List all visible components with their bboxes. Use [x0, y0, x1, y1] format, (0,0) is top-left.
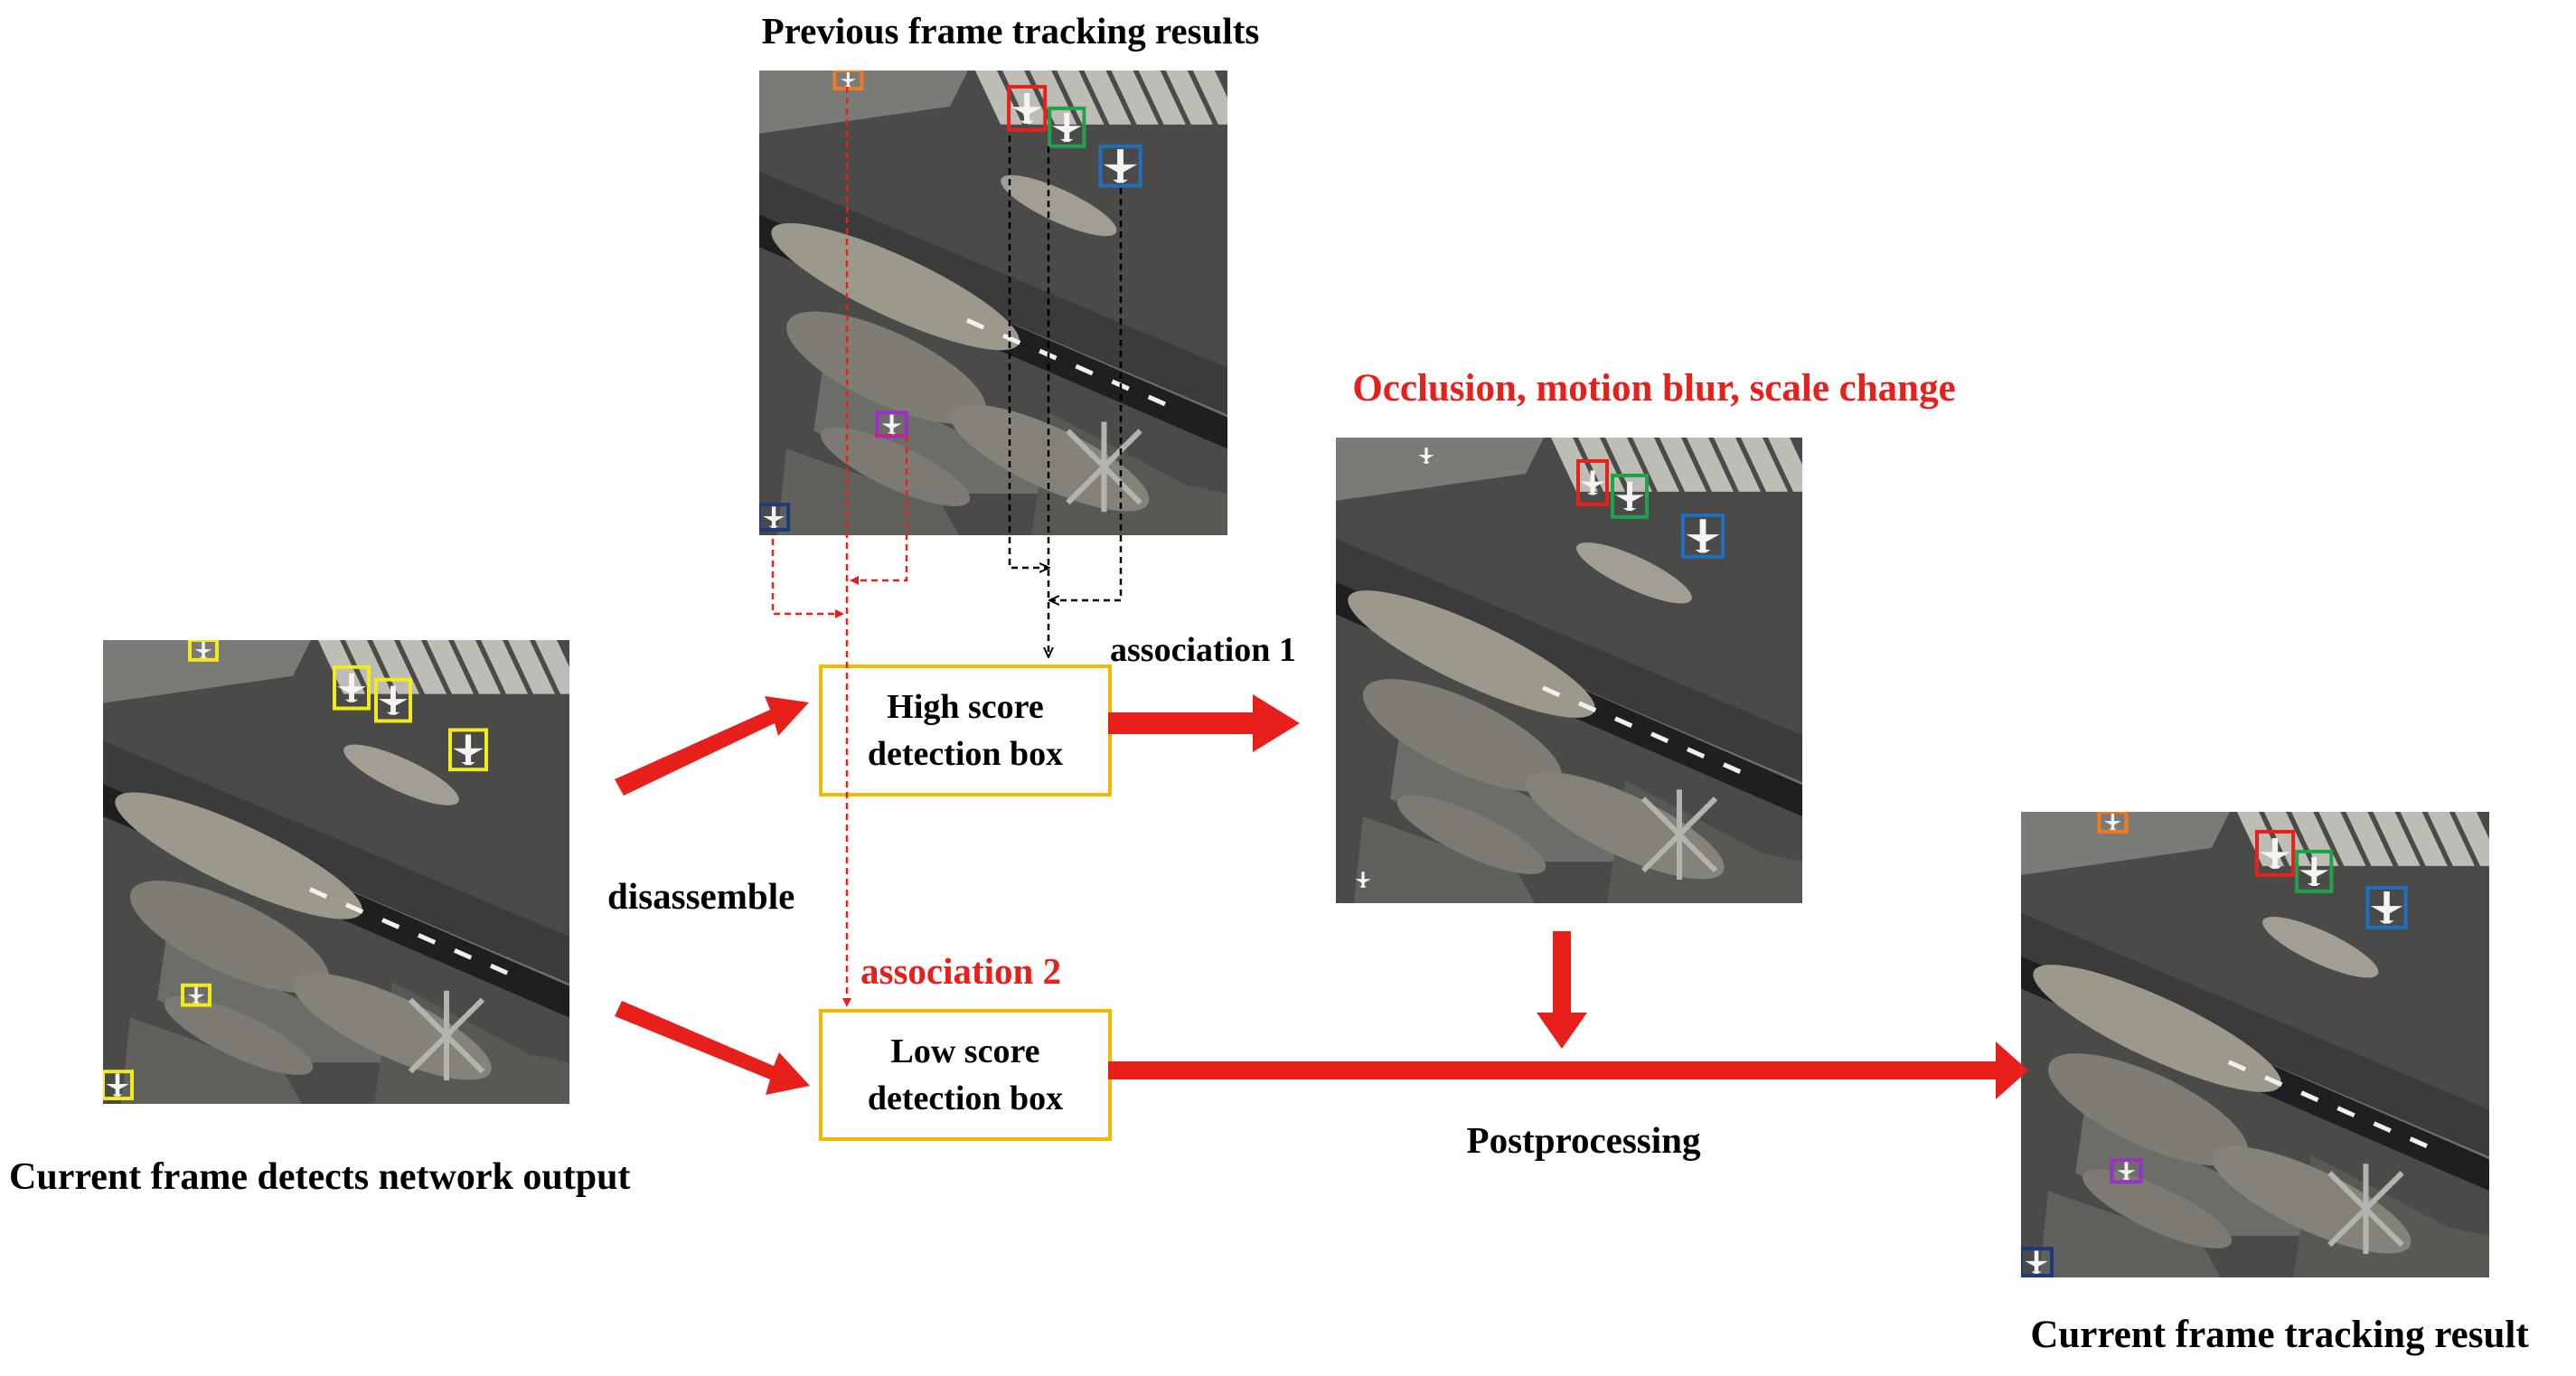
red-dashed-connectors	[771, 87, 908, 1007]
postprocessing-label: Postprocessing	[1466, 1119, 1701, 1161]
purple-track-line	[850, 433, 908, 585]
black-dashed-connectors	[1008, 136, 1123, 656]
occlusion-label: Occlusion, motion blur, scale change	[1352, 367, 1956, 410]
low-score-line1: Low score	[890, 1032, 1040, 1070]
arrow-to-high-score	[615, 696, 809, 796]
current-detections-title: Current frame detects network output	[9, 1156, 631, 1198]
arrow-to-low-score	[615, 1001, 810, 1095]
aerial-scene	[1336, 438, 1802, 903]
navy-track-line	[771, 539, 844, 618]
main-red-arrows	[615, 694, 2028, 1099]
aerial-scene	[2021, 812, 2489, 1277]
arrow-association-1	[1108, 694, 1300, 752]
current-tracking-image	[2021, 812, 2489, 1277]
red-track-line	[1008, 136, 1048, 568]
current-detections-image	[103, 640, 569, 1104]
occlusion-frame-image	[1336, 438, 1802, 903]
high-score-line2: detection box	[867, 735, 1064, 773]
previous-frame-title: Previous frame tracking results	[761, 10, 1260, 52]
low-score-line2: detection box	[867, 1079, 1064, 1117]
current-tracking-title: Current frame tracking result	[2030, 1314, 2529, 1356]
high-score-detection-box: High score detection box	[819, 664, 1112, 796]
association-1-label: association 1	[1110, 631, 1296, 669]
disassemble-label: disassemble	[607, 875, 795, 917]
high-score-line1: High score	[887, 688, 1044, 726]
association-2-label: association 2	[860, 950, 1062, 992]
arrow-down-postprocess	[1537, 931, 1587, 1049]
previous-frame-image	[759, 71, 1227, 535]
blue-track-line	[1050, 188, 1123, 600]
aerial-scene	[759, 71, 1227, 535]
aerial-scene	[103, 640, 569, 1104]
arrow-to-tracking-result	[1108, 1041, 2028, 1099]
